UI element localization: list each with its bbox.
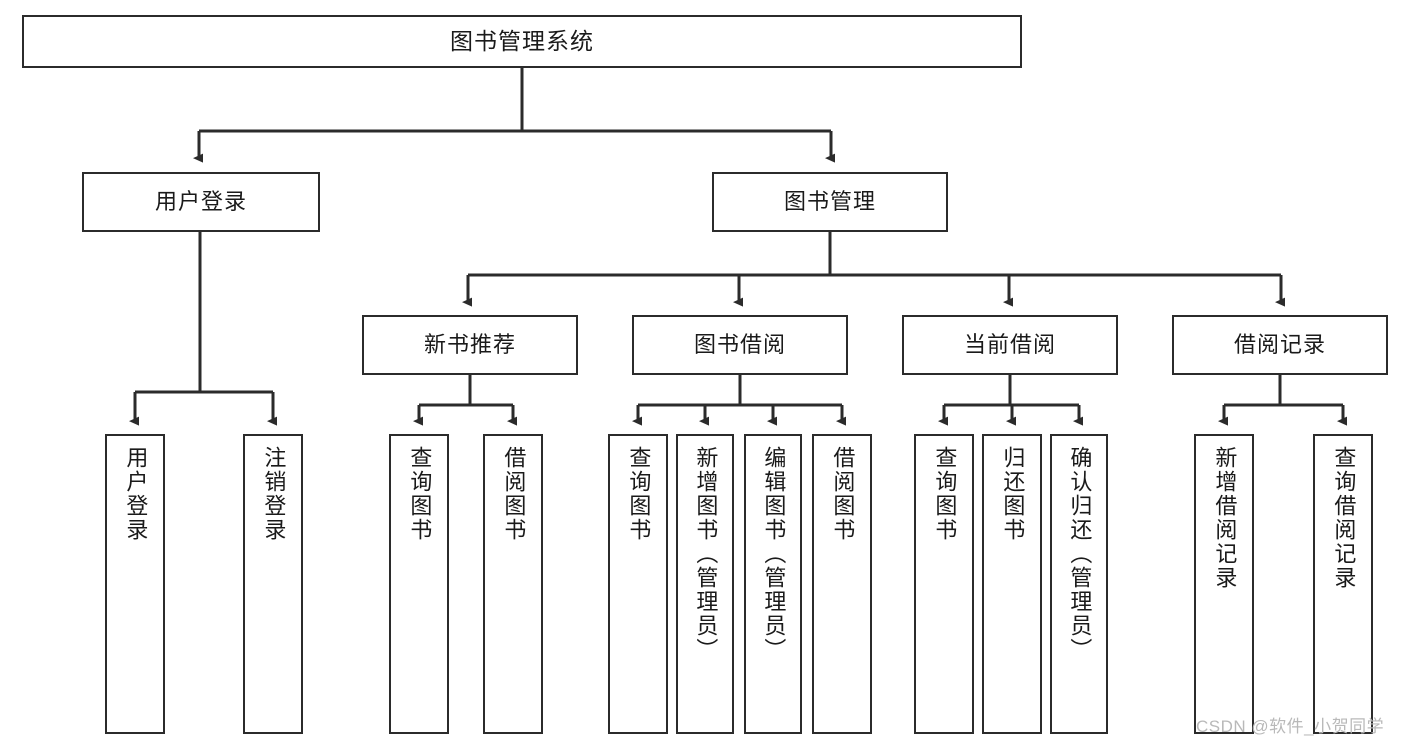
leaf-borrow-book-1-label: 借阅图书 [501,446,527,542]
node-book-management[interactable]: 图书管理 [712,172,948,232]
leaf-borrow-book-1[interactable]: 借阅图书 [483,434,543,734]
leaf-add-borrow-record-label: 新增借阅记录 [1212,446,1238,590]
leaf-query-book-3[interactable]: 查询图书 [914,434,974,734]
leaf-return-book[interactable]: 归还图书 [982,434,1042,734]
leaf-borrow-book-2-label: 借阅图书 [830,446,856,542]
node-user-login[interactable]: 用户登录 [82,172,320,232]
leaf-edit-book[interactable]: 编辑图书（管理员） [744,434,802,734]
node-current-borrow[interactable]: 当前借阅 [902,315,1118,375]
node-new-book-recommend-label: 新书推荐 [423,332,516,358]
leaf-return-book-label: 归还图书 [1000,446,1026,542]
node-book-management-label: 图书管理 [783,189,876,215]
leaf-query-book-3-label: 查询图书 [932,446,958,542]
leaf-user-logout-label: 注销登录 [261,446,287,542]
leaf-query-book-1-label: 查询图书 [407,446,433,542]
node-current-borrow-label: 当前借阅 [963,332,1056,358]
node-borrow-record-label: 借阅记录 [1233,332,1326,358]
leaf-confirm-return[interactable]: 确认归还（管理员） [1050,434,1108,734]
node-root-label: 图书管理系统 [450,27,594,54]
leaf-query-borrow-record-label: 查询借阅记录 [1331,446,1357,590]
node-book-borrow-label: 图书借阅 [693,332,786,358]
leaf-user-logout[interactable]: 注销登录 [243,434,303,734]
node-borrow-record[interactable]: 借阅记录 [1172,315,1388,375]
node-book-borrow[interactable]: 图书借阅 [632,315,848,375]
leaf-add-book[interactable]: 新增图书（管理员） [676,434,734,734]
leaf-user-login-label: 用户登录 [123,446,149,542]
leaf-confirm-return-label: 确认归还（管理员） [1067,446,1093,662]
node-user-login-label: 用户登录 [154,189,247,215]
node-new-book-recommend[interactable]: 新书推荐 [362,315,578,375]
leaf-add-borrow-record[interactable]: 新增借阅记录 [1194,434,1254,734]
leaf-query-book-2-label: 查询图书 [626,446,652,542]
leaf-add-book-label: 新增图书（管理员） [693,446,719,662]
leaf-borrow-book-2[interactable]: 借阅图书 [812,434,872,734]
leaf-query-book-1[interactable]: 查询图书 [389,434,449,734]
node-root[interactable]: 图书管理系统 [22,15,1022,68]
csdn-watermark: CSDN @软件_小贺同学 [1196,717,1385,736]
leaf-user-login[interactable]: 用户登录 [105,434,165,734]
leaf-query-borrow-record[interactable]: 查询借阅记录 [1313,434,1373,734]
leaf-edit-book-label: 编辑图书（管理员） [761,446,787,662]
leaf-query-book-2[interactable]: 查询图书 [608,434,668,734]
